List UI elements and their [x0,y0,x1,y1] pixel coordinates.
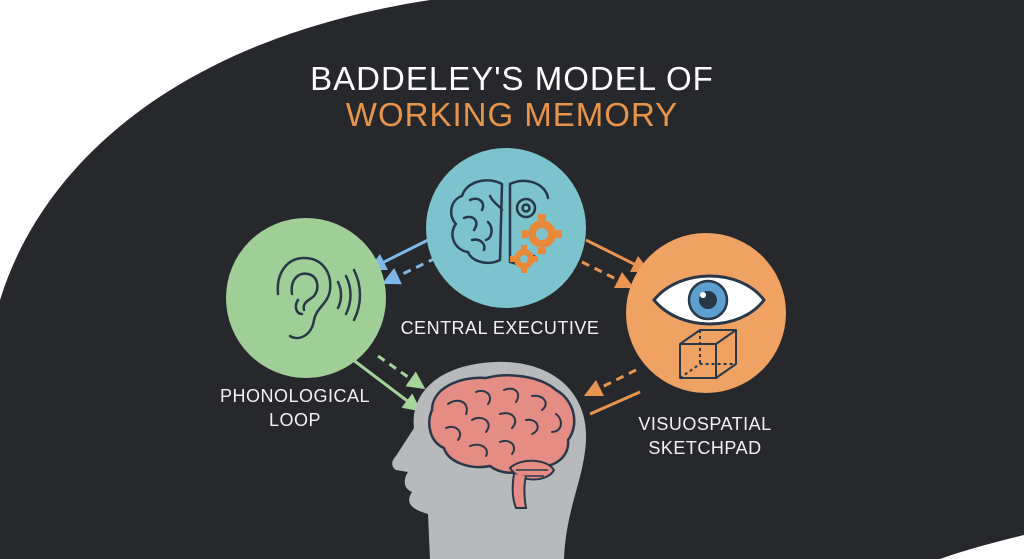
episodic-buffer-node [392,361,587,559]
visuospatial-sketchpad-label-line-2: SKETCHPAD [648,438,762,458]
phonological-loop-circle [226,218,386,378]
phonological-loop-label: PHONOLOGICAL LOOP [190,384,400,432]
eye-cube-icon [652,274,766,379]
arrow-ce-to-vs-solid [585,238,651,273]
arrow-ce-to-pl-dashed [381,256,437,285]
ear-icon [276,256,362,340]
visuospatial-sketchpad-label-line-1: VISUOSPATIAL [638,414,772,434]
brain-gears-icon [449,179,550,265]
phonological-loop-label-line-1: PHONOLOGICAL [219,386,371,406]
central-executive-label: CENTRAL EXECUTIVE [400,318,600,338]
arrow-vs-to-head-solid [589,390,641,416]
visuospatial-sketchpad-node [626,233,786,393]
central-executive-node [426,148,586,308]
arrow-ce-to-pl-solid [367,238,429,271]
brain-icon [428,374,576,509]
gear-small-icon [510,245,538,273]
phonological-loop-label-line-2: LOOP [268,410,322,430]
phonological-loop-node [226,218,386,378]
central-executive-circle [426,148,586,308]
title-line-1: BADDELEY'S MODEL OF [310,60,714,97]
arrow-pl-to-head-solid [347,354,422,412]
title-line-2: WORKING MEMORY [345,96,679,133]
gear-large-icon [522,214,562,254]
visuospatial-sketchpad-label: VISUOSPATIAL SKETCHPAD [610,412,800,460]
connector-arrows [347,238,651,416]
